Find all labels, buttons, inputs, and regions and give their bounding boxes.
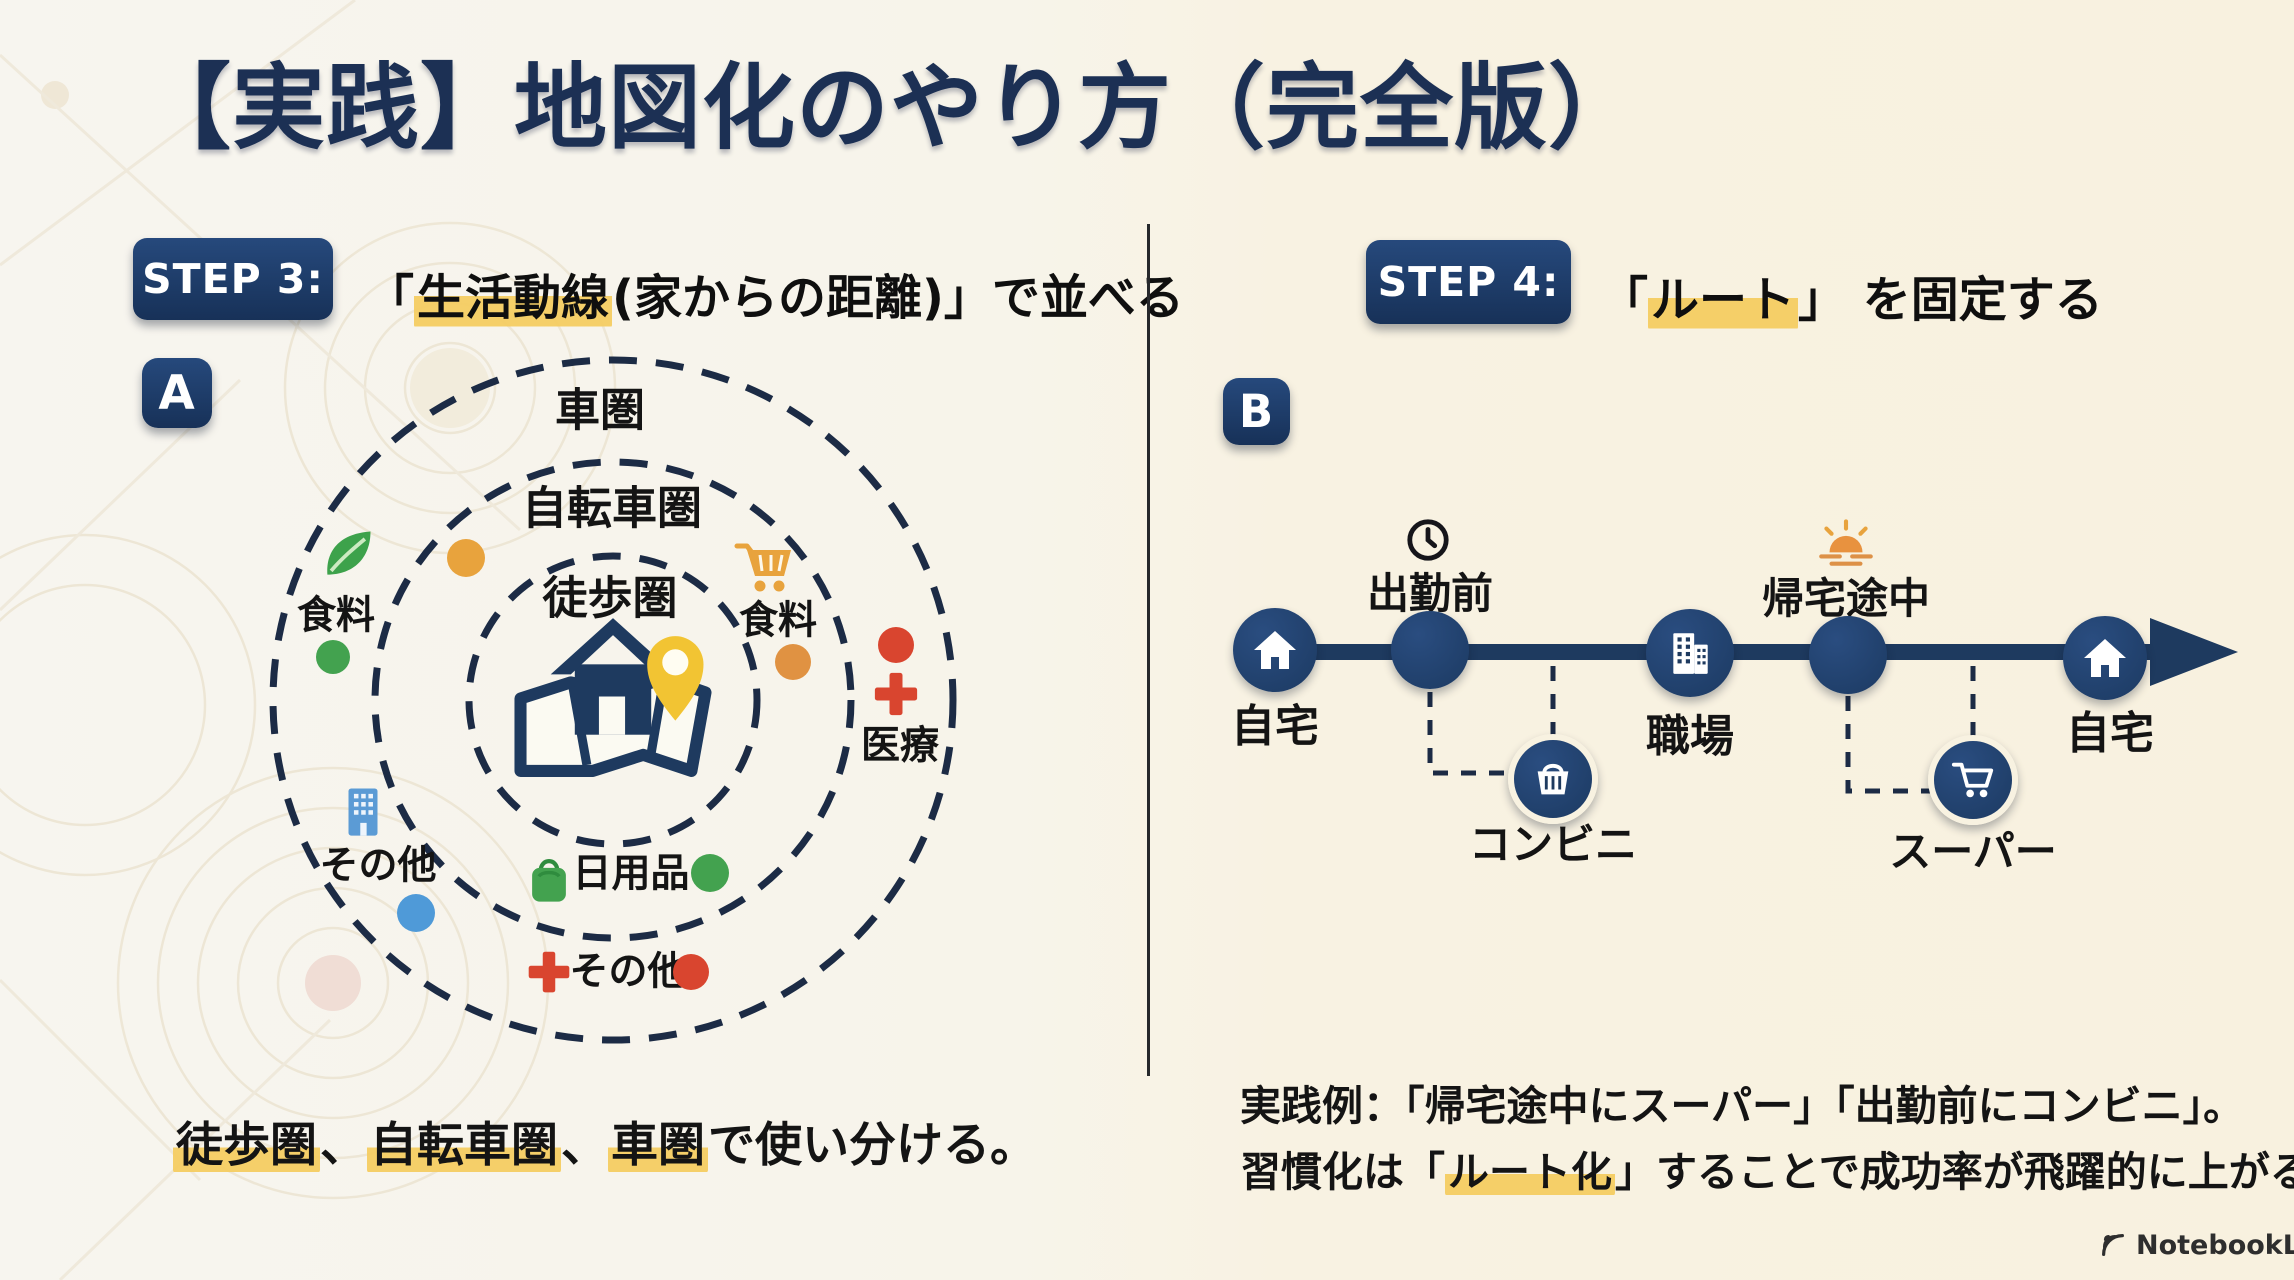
step4-heading-highlight: ルート: [1648, 260, 1799, 330]
poi-label-food-right: 食料: [738, 598, 818, 644]
poi-label-other-left: その他: [319, 843, 437, 889]
panel-a-caption: 徒歩圏、自転車圏、車圏で使い分ける。: [150, 1118, 1060, 1173]
poi-dot-red-right: [878, 627, 914, 663]
bicycle-ring: [371, 458, 855, 942]
car-ring: [269, 356, 957, 1044]
leaf-icon: [318, 524, 378, 584]
ring-label-bicycle: 自転車圏: [521, 481, 703, 535]
ring-label-walk: 徒歩圏: [542, 571, 678, 625]
poi-dot-orange-right: [775, 644, 811, 680]
home-icon: [2081, 634, 2129, 682]
building-icon: [334, 783, 392, 841]
timeline-label-work: 職場: [1646, 711, 1734, 762]
poi-dot-green-left: [316, 640, 350, 674]
cart-white-icon: [1950, 757, 1996, 803]
step4-badge-label: STEP 4:: [1377, 258, 1560, 306]
life-radius-rings: [269, 356, 957, 1044]
basket-icon: [1530, 756, 1576, 802]
office-icon: [1665, 628, 1715, 678]
poi-label-other-bottom: その他: [569, 949, 687, 995]
poi-dot-green-bottom: [691, 854, 729, 892]
poi-dot-blue: [397, 894, 435, 932]
caption-b-highlight: ルート化: [1445, 1148, 1615, 1196]
step4-badge: STEP 4:: [1366, 240, 1571, 324]
step3-badge: STEP 3:: [133, 238, 333, 320]
panel-b-letter: B: [1238, 385, 1275, 438]
walk-ring: [465, 552, 761, 848]
poi-dot-red-bottom: [673, 954, 709, 990]
step3-badge-label: STEP 3:: [142, 255, 324, 303]
poi-label-food-left: 食料: [296, 593, 376, 639]
caption-rest: で使い分ける。: [708, 1118, 1037, 1173]
home-icon: [1251, 626, 1299, 674]
map-home-pin-icon: [506, 602, 718, 788]
caption-hl-bicycle: 自転車圏: [367, 1118, 561, 1173]
poi-label-daily: 日用品: [572, 851, 690, 897]
poi-dot-orange-top: [447, 539, 485, 577]
caption-hl-car: 車圏: [608, 1118, 708, 1173]
timeline-node-before-work: [1391, 611, 1469, 689]
stop-label-supermarket: スーパー: [1889, 827, 2057, 876]
panel-b-badge: B: [1223, 378, 1290, 445]
ring-label-car: 車圏: [554, 383, 646, 437]
step4-heading: 「ルート」 を固定する: [1600, 254, 2103, 336]
cart-icon: [731, 536, 795, 600]
panel-a-letter: A: [158, 365, 196, 421]
bag-icon: [522, 851, 576, 905]
timeline-node-way-home: [1809, 616, 1887, 694]
section-divider: [1147, 224, 1150, 1076]
caption-sep2: 、: [561, 1118, 608, 1173]
notebooklm-logo-icon: [2098, 1230, 2128, 1260]
panel-b-caption-line2: 習慣化は「ルート化」することで成功率が飛躍的に上がる。: [1240, 1148, 2294, 1196]
step4-heading-post: 」 を固定する: [1798, 272, 2103, 328]
timeline-node-work: [1646, 609, 1734, 697]
stop-label-convenience: コンビニ: [1468, 820, 1638, 869]
timeline-node-home-start: [1233, 608, 1317, 692]
medical-cross-icon: [870, 668, 922, 720]
sunset-icon: [1813, 517, 1879, 567]
caption-sep1: 、: [320, 1118, 367, 1173]
step3-heading: 「生活動線 (家からの距離)」で並べる: [366, 252, 1184, 334]
step3-heading-pre: 「: [366, 270, 415, 326]
clock-icon: [1405, 517, 1451, 563]
poi-label-medical: 医療: [860, 723, 940, 769]
brand-watermark: NotebookLM: [2098, 1230, 2294, 1260]
stop-node-supermarket: [1928, 735, 2018, 825]
caption-hl-walk: 徒歩圏: [173, 1118, 320, 1173]
step3-heading-highlight: 生活動線: [414, 258, 613, 328]
page-title: 【実践】地図化のやり方（完全版）: [138, 54, 1642, 162]
stop-node-convenience: [1508, 734, 1598, 824]
timeline-label-home-end: 自宅: [2066, 708, 2154, 759]
timeline-label-way-home: 帰宅途中: [1761, 574, 1931, 623]
medical-cross-icon-bottom: [524, 947, 574, 997]
timeline-label-before-work: 出勤前: [1366, 569, 1494, 618]
step3-heading-post: (家からの距離)」で並べる: [612, 270, 1184, 326]
timeline-label-home-start: 自宅: [1231, 701, 1319, 752]
timeline-node-home-end: [2063, 616, 2147, 700]
caption-b-post: 」することで成功率が飛躍的に上がる。: [1615, 1148, 2294, 1196]
caption-b-pre: 習慣化は「: [1240, 1148, 1445, 1196]
arrow-right-icon: [2150, 618, 2238, 686]
panel-b-caption-line1: 実践例：「帰宅途中にスーパー」「出勤前にコンビニ」。: [1240, 1082, 2245, 1130]
brand-name: NotebookLM: [2136, 1229, 2294, 1261]
panel-a-badge: A: [142, 358, 212, 428]
step4-heading-pre: 「: [1600, 272, 1649, 328]
